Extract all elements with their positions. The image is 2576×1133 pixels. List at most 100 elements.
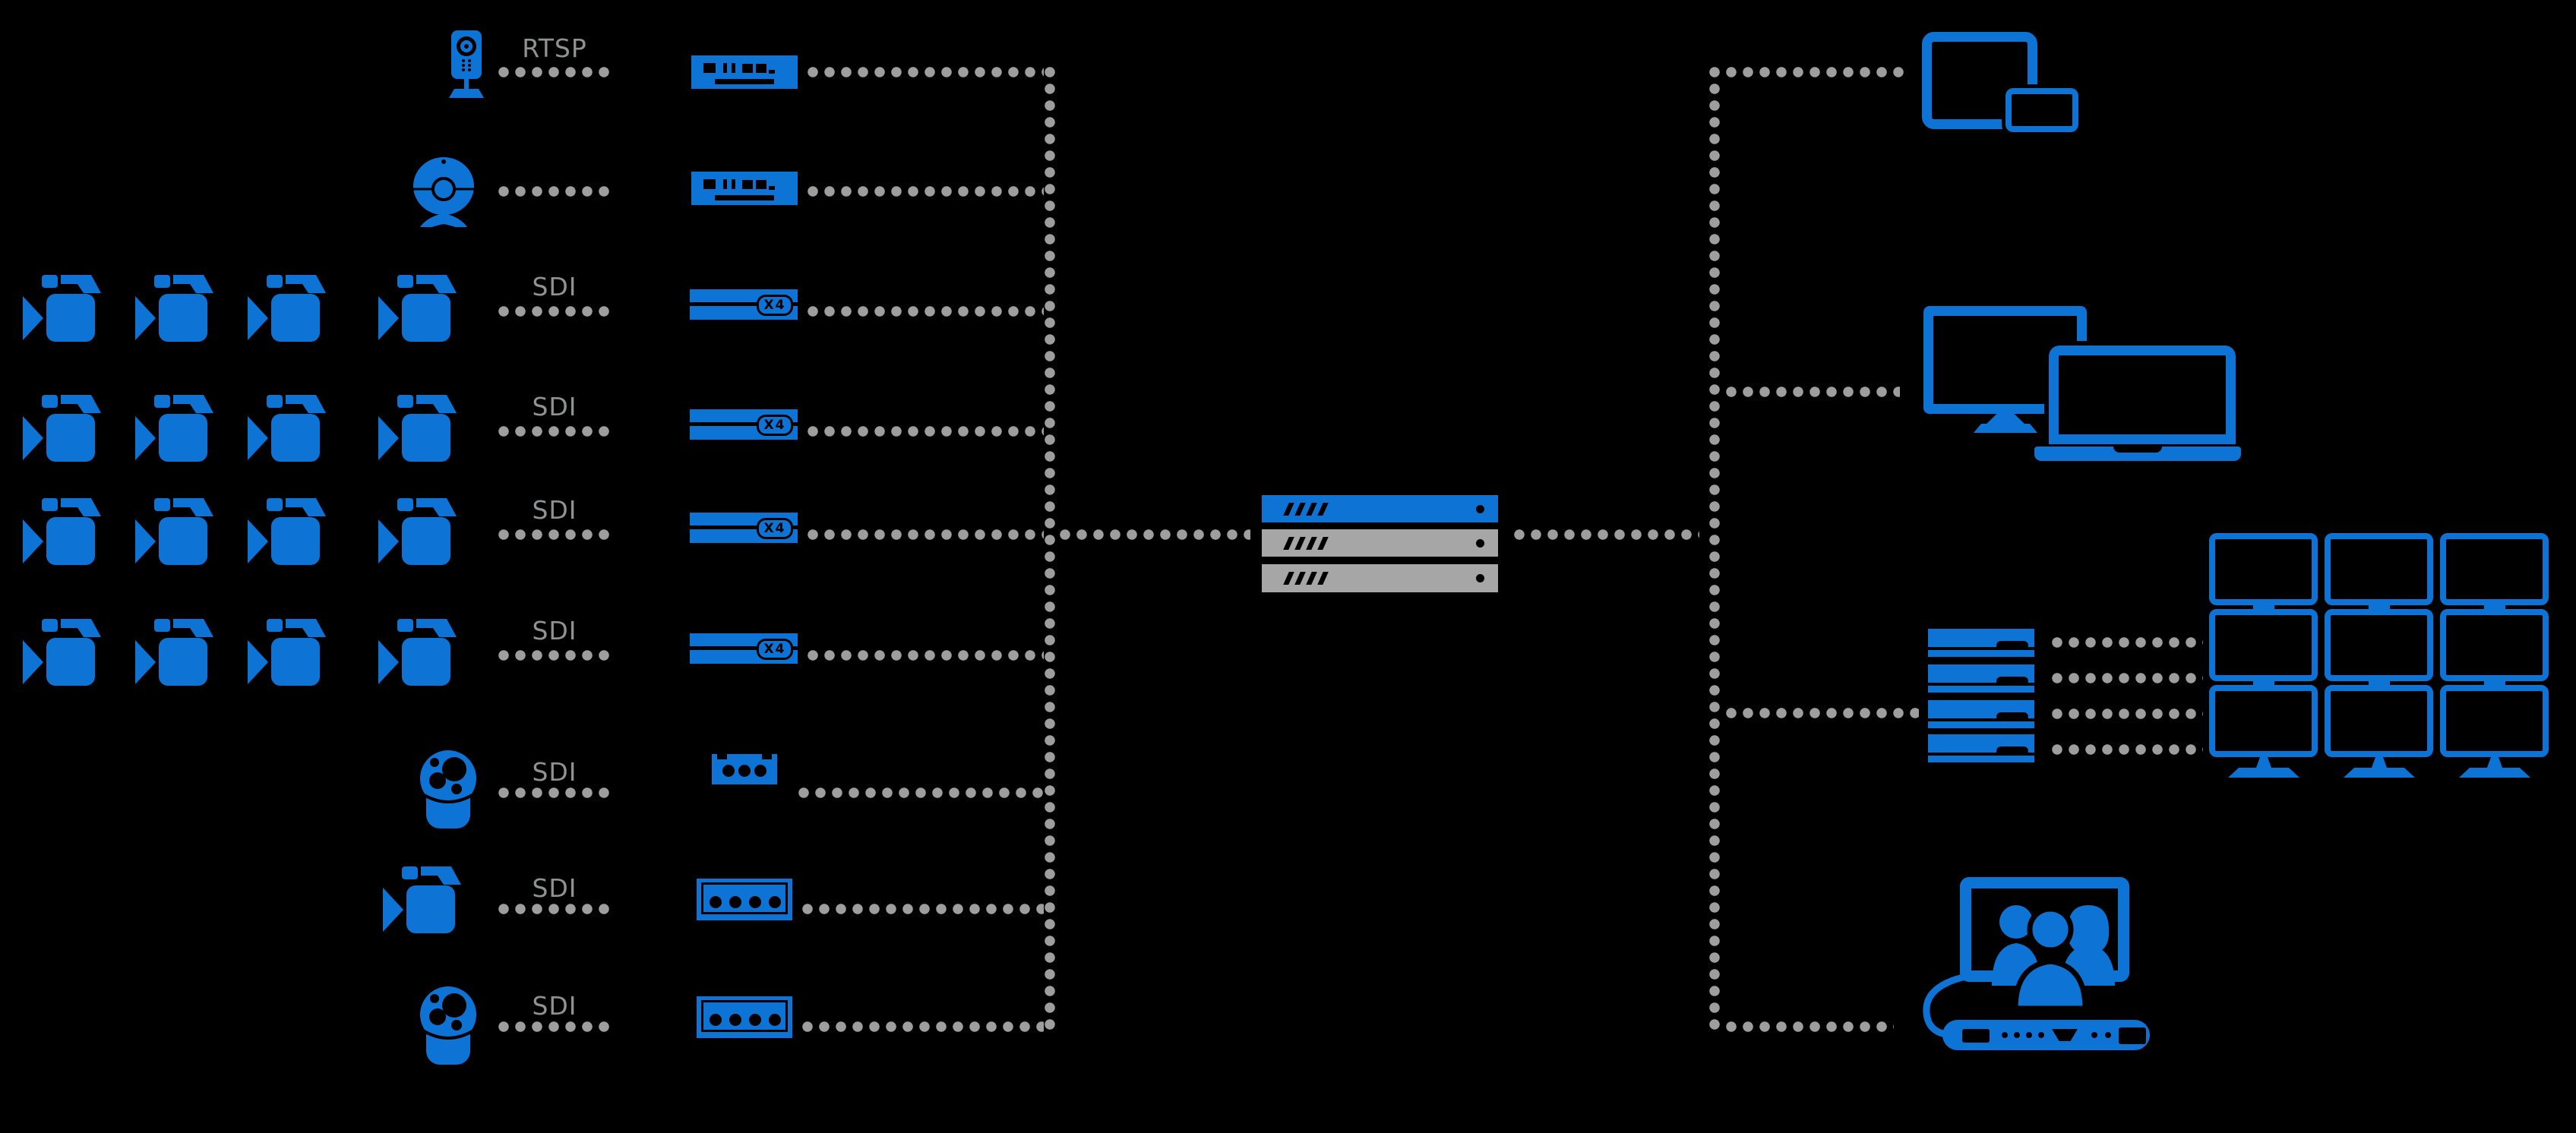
link-processor-wall-4 <box>2051 743 2203 756</box>
video-camera-icon <box>378 498 473 565</box>
wall-stand-stem <box>2372 757 2387 768</box>
link-encoder-bus-5 <box>807 529 1044 541</box>
video-camera-icon <box>135 619 230 686</box>
vent <box>1283 503 1294 516</box>
video-camera-icon <box>248 275 343 342</box>
processor-unit <box>1928 700 2034 728</box>
link-encoder-bus-9 <box>801 1021 1044 1033</box>
streaming-encoder-2 <box>691 172 798 205</box>
wall-tab <box>2369 604 2390 610</box>
processor-unit <box>1928 629 2034 657</box>
codec-led <box>2026 1032 2032 1038</box>
laptop-base-notch <box>2113 447 2162 453</box>
codec-led <box>2002 1032 2008 1038</box>
link-encoder-bus-4 <box>807 425 1044 437</box>
codec-led <box>2038 1032 2044 1038</box>
protocol-label-sdi: SDI <box>532 873 577 903</box>
right-bus <box>1708 66 1721 1034</box>
server-unit-secondary <box>1262 564 1498 592</box>
link-encoder-bus-6 <box>807 649 1044 661</box>
wall-stand-stem <box>2487 757 2502 768</box>
vent <box>1306 537 1317 550</box>
vent <box>1317 537 1329 550</box>
wall-stand-base <box>2344 768 2415 778</box>
video-wall-tile <box>2440 609 2549 681</box>
vent <box>1317 572 1329 585</box>
video-wall-tile <box>2325 685 2433 757</box>
video-camera-icon <box>23 395 118 462</box>
wall-stand-base <box>2459 768 2530 778</box>
wall-stand-stem <box>2256 757 2271 768</box>
link-camera-encoder-2 <box>498 185 613 197</box>
video-camera-icon <box>135 395 230 462</box>
conference-people-icon <box>1992 905 2115 1008</box>
video-wall <box>2209 533 2550 779</box>
x4-encoder-4: X4 <box>690 633 798 664</box>
wall-tab <box>2253 604 2274 610</box>
x4-badge: X4 <box>757 639 793 660</box>
power-led <box>1476 539 1484 548</box>
ptz-camera-icon <box>419 983 478 1071</box>
conference-codec <box>1942 1020 2150 1050</box>
link-bus-conference <box>1725 1021 1894 1033</box>
wall-stand-base <box>2228 768 2299 778</box>
link-camera-encoder-3 <box>498 305 613 317</box>
link-camera-encoder-7 <box>498 787 613 799</box>
streaming-encoder-1 <box>691 55 798 89</box>
link-bus-processor <box>1725 707 1919 719</box>
video-camera-icon <box>135 275 230 342</box>
ptz-camera-icon <box>419 746 478 835</box>
video-camera-icon <box>248 395 343 462</box>
power-led <box>1476 574 1484 582</box>
phone-button-dot <box>2015 110 2020 115</box>
vent <box>1306 572 1317 585</box>
link-encoder-bus-3 <box>807 305 1044 317</box>
video-camera-icon <box>23 498 118 565</box>
processor-unit <box>1928 664 2034 693</box>
link-processor-wall-2 <box>2051 672 2203 684</box>
protocol-label-sdi: SDI <box>532 757 577 787</box>
link-bus-desktop <box>1725 386 1900 398</box>
phone-icon <box>2002 84 2082 136</box>
x4-encoder-2: X4 <box>690 409 798 440</box>
link-camera-encoder-6 <box>498 649 613 661</box>
protocol-label-sdi: SDI <box>532 392 577 421</box>
link-processor-wall-1 <box>2051 636 2203 649</box>
video-wall-tile <box>2325 609 2433 681</box>
link-encoder-bus-2 <box>807 185 1044 197</box>
video-camera-icon <box>248 498 343 565</box>
codec-port <box>1962 1029 1990 1043</box>
video-wall-tile <box>2325 533 2433 605</box>
monitor-stand-base <box>1974 424 2037 433</box>
videowall-processor <box>1928 629 2034 762</box>
link-bus-tablet <box>1725 66 1908 78</box>
codec-led <box>2014 1032 2020 1038</box>
server-unit-secondary <box>1262 529 1498 557</box>
x4-encoder-3: X4 <box>690 513 798 543</box>
x4-badge: X4 <box>757 415 793 436</box>
vent <box>1294 572 1306 585</box>
link-encoder-bus-1 <box>807 66 1044 78</box>
vent <box>1294 537 1306 550</box>
codec-port <box>2119 1027 2146 1044</box>
link-camera-encoder-1 <box>498 66 613 78</box>
vent <box>1317 503 1329 516</box>
wall-tab <box>2484 680 2505 686</box>
tablet-camera-dot <box>1933 78 1939 84</box>
protocol-label-sdi: SDI <box>532 991 577 1021</box>
laptop-base <box>2034 447 2241 461</box>
video-camera-icon <box>23 275 118 342</box>
link-camera-encoder-5 <box>498 529 613 541</box>
camcorder-icon <box>383 866 478 933</box>
x4-encoder-1: X4 <box>690 289 798 320</box>
protocol-label-sdi: SDI <box>532 495 577 525</box>
video-wall-tile <box>2440 533 2549 605</box>
laptop-screen-icon <box>2044 341 2240 449</box>
protocol-label-sdi: SDI <box>532 272 577 301</box>
vent <box>1283 537 1294 550</box>
wall-tab <box>2369 680 2390 686</box>
codec-led <box>2105 1032 2111 1038</box>
mini-encoder-4ch-2 <box>697 996 792 1038</box>
link-encoder-bus-8 <box>801 903 1044 915</box>
conference-cable <box>1923 971 1977 1038</box>
